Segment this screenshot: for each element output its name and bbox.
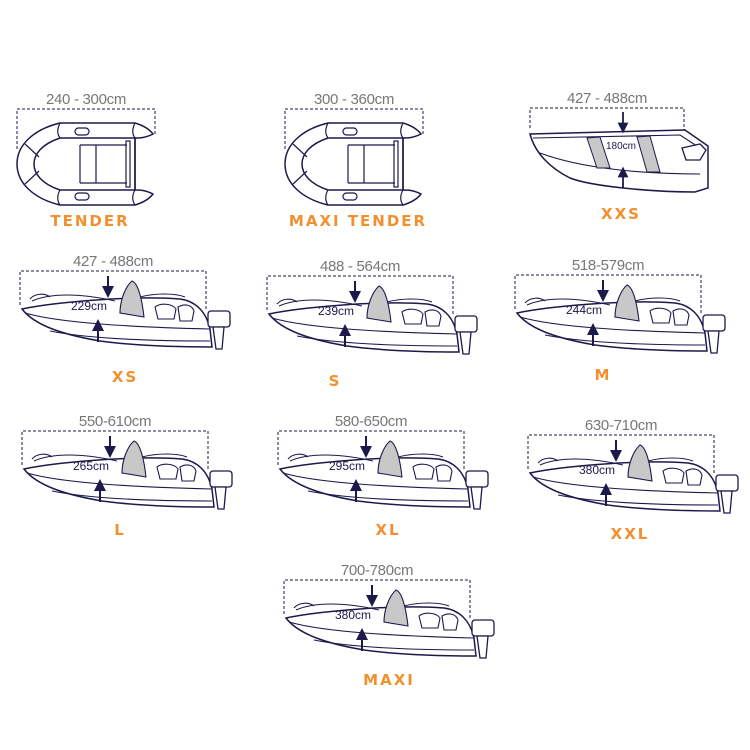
beam-measurement: 265cm (73, 459, 109, 473)
beam-measurement: 244cm (566, 303, 602, 317)
size-label: M (594, 366, 612, 384)
beam-measurement: 229cm (71, 299, 107, 313)
skiff-boat-drawing: 180cm (530, 108, 710, 198)
beam-measurement: 380cm (335, 608, 371, 622)
tender-boat-drawing (284, 108, 424, 206)
size-range: 300 - 360cm (313, 91, 395, 108)
motorboat-drawing: 244cm (515, 275, 730, 355)
motorboat-drawing: 295cm (278, 431, 493, 511)
beam-measurement: 295cm (329, 459, 365, 473)
beam-measurement: 239cm (318, 304, 354, 318)
size-label: L (114, 521, 126, 539)
size-label: MAXI TENDER (288, 212, 428, 230)
motorboat-drawing: 265cm (22, 431, 237, 511)
size-label: XS (111, 368, 139, 386)
size-label: XXL (610, 525, 650, 543)
size-range: 550-610cm (78, 413, 152, 430)
size-label: XL (375, 521, 401, 539)
size-range: 240 - 300cm (45, 91, 127, 108)
beam-measurement: 380cm (579, 463, 615, 477)
motorboat-drawing: 380cm (284, 580, 499, 660)
size-range: 427 - 488cm (566, 90, 648, 107)
size-label: MAXI (363, 671, 415, 689)
size-range: 488 - 564cm (319, 258, 401, 275)
motorboat-drawing: 239cm (267, 276, 482, 356)
size-range: 580-650cm (334, 413, 408, 430)
size-range: 700-780cm (340, 562, 414, 579)
size-range: 518-579cm (571, 257, 645, 274)
size-range: 630-710cm (584, 417, 658, 434)
tender-boat-drawing (16, 108, 156, 206)
size-label: TENDER (50, 212, 130, 230)
beam-measurement: 180cm (606, 141, 636, 152)
size-range: 427 - 488cm (72, 253, 154, 270)
size-label: XXS (601, 205, 641, 223)
motorboat-drawing: 229cm (20, 271, 235, 351)
size-label: S (328, 372, 342, 390)
motorboat-drawing: 380cm (528, 435, 743, 515)
